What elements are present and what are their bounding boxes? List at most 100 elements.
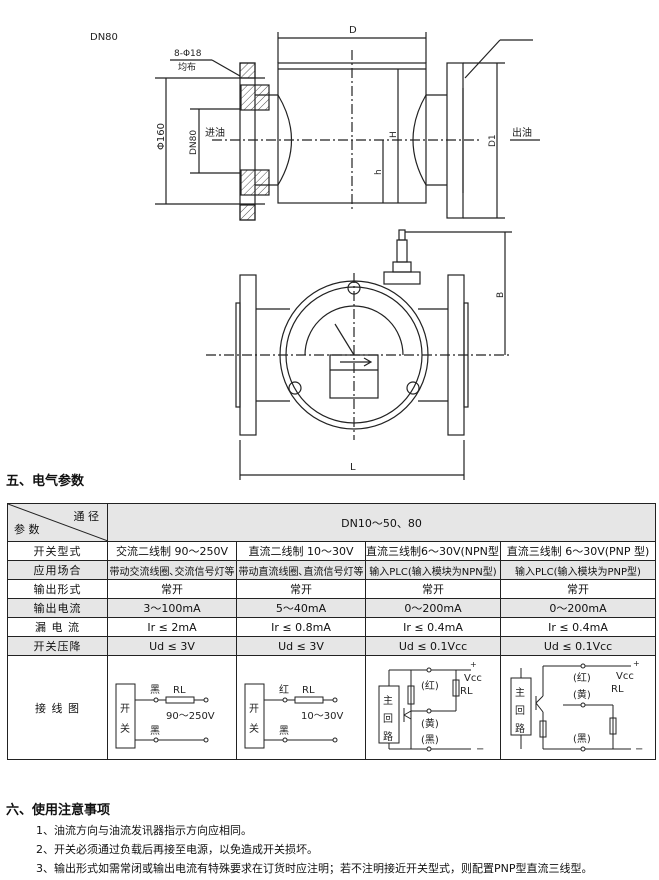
holes-note: 均布 [178,61,196,73]
technical-drawing: DN80 8-Φ18 均布 D Φ160 DN80 进油 出油 H h D1 B… [90,25,540,480]
cell: 常开 [365,579,501,599]
cell: Ir ≤ 0.4mA [365,617,501,637]
circuit-char: 回 [515,705,525,717]
cell: 常开 [107,579,237,599]
minus-sign: − [476,744,484,755]
wire-color: (黑) [573,733,591,745]
minus-sign: − [635,744,643,755]
circuit-char: 路 [515,722,525,735]
voltage-label: 10～30V [301,711,343,722]
wiring-pnp: 主 回 路 (红) (黄) (黑) Vcc RL + − [499,655,657,760]
dim-d: D [349,25,357,36]
plus-sign: + [633,659,640,668]
table-row-wiring: 接 线 图 开 关 黑 RL 90～250V 黑 开 关 红 RL 10～30V… [7,655,657,760]
corner-top: 通 径 [73,510,100,523]
circuit-char: 主 [515,687,525,699]
dim-d1: D1 [488,134,498,147]
wiring-ac: 开 关 黑 RL 90～250V 黑 [107,655,237,760]
side-view: DN80 8-Φ18 均布 D Φ160 DN80 进油 出油 H h D1 [90,25,540,221]
model-label: DN80 [90,32,118,43]
row-label: 输出电流 [7,598,108,618]
switch-char: 开 [249,704,259,715]
cell: Ud ≤ 3V [236,636,366,656]
cell: 常开 [499,579,657,599]
dim-dn80: DN80 [189,130,199,155]
cell: Ir ≤ 0.8mA [236,617,366,637]
switch-char: 开 [120,704,130,715]
cell: Ud ≤ 0.1Vcc [365,636,501,656]
inlet-label: 进油 [205,126,225,139]
dim-b: B [496,292,506,298]
cell: Ir ≤ 0.4mA [499,617,657,637]
row-label: 开关型式 [7,541,108,561]
vcc-label: Vcc [616,671,634,682]
wiring-dc: 开 关 红 RL 10～30V 黑 [236,655,366,760]
wire-color: 黑 [150,684,160,696]
rl-label: RL [173,685,186,696]
corner-cell: 通 径 参 数 [7,503,108,542]
cell: 直流三线制6～30V(NPN型) [365,541,501,561]
cell: 直流二线制 10～30V [236,541,366,561]
note-1: 1、油流方向与油流发讯器指示方向应相同。 [36,824,252,837]
vcc-label: Vcc [464,673,482,684]
row-label: 接 线 图 [7,655,108,760]
outlet-label: 出油 [512,126,532,139]
row-label: 应用场合 [7,560,108,580]
cell: Ud ≤ 3V [107,636,237,656]
cell: 交流二线制 90～250V [107,541,237,561]
switch-char: 关 [120,722,130,735]
dim-l: L [350,462,356,473]
row-label: 开关压降 [7,636,108,656]
holes-label: 8-Φ18 [174,49,202,59]
cell: 直流三线制 6～30V(PNP 型) [499,541,657,561]
plus-sign: + [470,660,477,669]
wire-color: 黑 [279,725,289,737]
cell: 输入PLC(输入模块为PNP型) [499,560,657,580]
wire-color: (黄) [421,717,439,730]
dim-h-upper: H [389,131,399,138]
cell: 0～200mA [499,598,657,618]
note-2: 2、开关必须通过负载后再接至电源，以免造成开关损坏。 [36,843,318,856]
cell: 0～200mA [365,598,501,618]
cell: 5～40mA [236,598,366,618]
wire-color: (黑) [421,734,439,746]
table-row: 输出形式常开常开常开常开 [7,579,657,599]
note-3: 3、输出形式如需常闭或输出电流有特殊要求在订货时应注明；若不注明接近开关型式，则… [36,862,593,875]
wire-color: (红) [421,679,439,692]
rl-label: RL [611,684,624,695]
circuit-char: 回 [383,713,393,725]
circuit-char: 主 [383,695,393,707]
cell: 常开 [236,579,366,599]
rl-label: RL [302,685,315,696]
span-header: DN10～50、80 [106,503,657,542]
wire-color: (黄) [573,688,591,701]
rl-label: RL [460,686,473,697]
wire-color: 红 [279,683,289,696]
wiring-npn: 主 回 路 (红) (黄) (黑) Vcc RL + − [365,655,501,760]
row-label: 漏 电 流 [7,617,108,637]
cell: 带动交流线圈､交流信号灯等 [107,560,237,580]
section6-title: 六、使用注意事项 [6,803,111,818]
switch-char: 关 [249,722,259,735]
cell: 带动直流线圈､直流信号灯等 [236,560,366,580]
table-row: 应用场合带动交流线圈､交流信号灯等带动直流线圈､直流信号灯等输入PLC(输入模块… [7,560,657,580]
cell: 3～100mA [107,598,237,618]
corner-bottom: 参 数 [14,523,40,536]
front-view: B L [206,229,512,480]
wire-color: (红) [573,671,591,684]
cell: Ud ≤ 0.1Vcc [499,636,657,656]
dim-phi160: Φ160 [156,123,167,150]
cell: 输入PLC(输入模块为NPN型) [365,560,501,580]
circuit-char: 路 [383,730,393,743]
section5-title: 五、电气参数 [6,474,85,489]
row-label: 输出形式 [7,579,108,599]
wire-color: 黑 [150,725,160,737]
dim-h-lower: h [374,169,384,175]
voltage-label: 90～250V [166,711,215,722]
